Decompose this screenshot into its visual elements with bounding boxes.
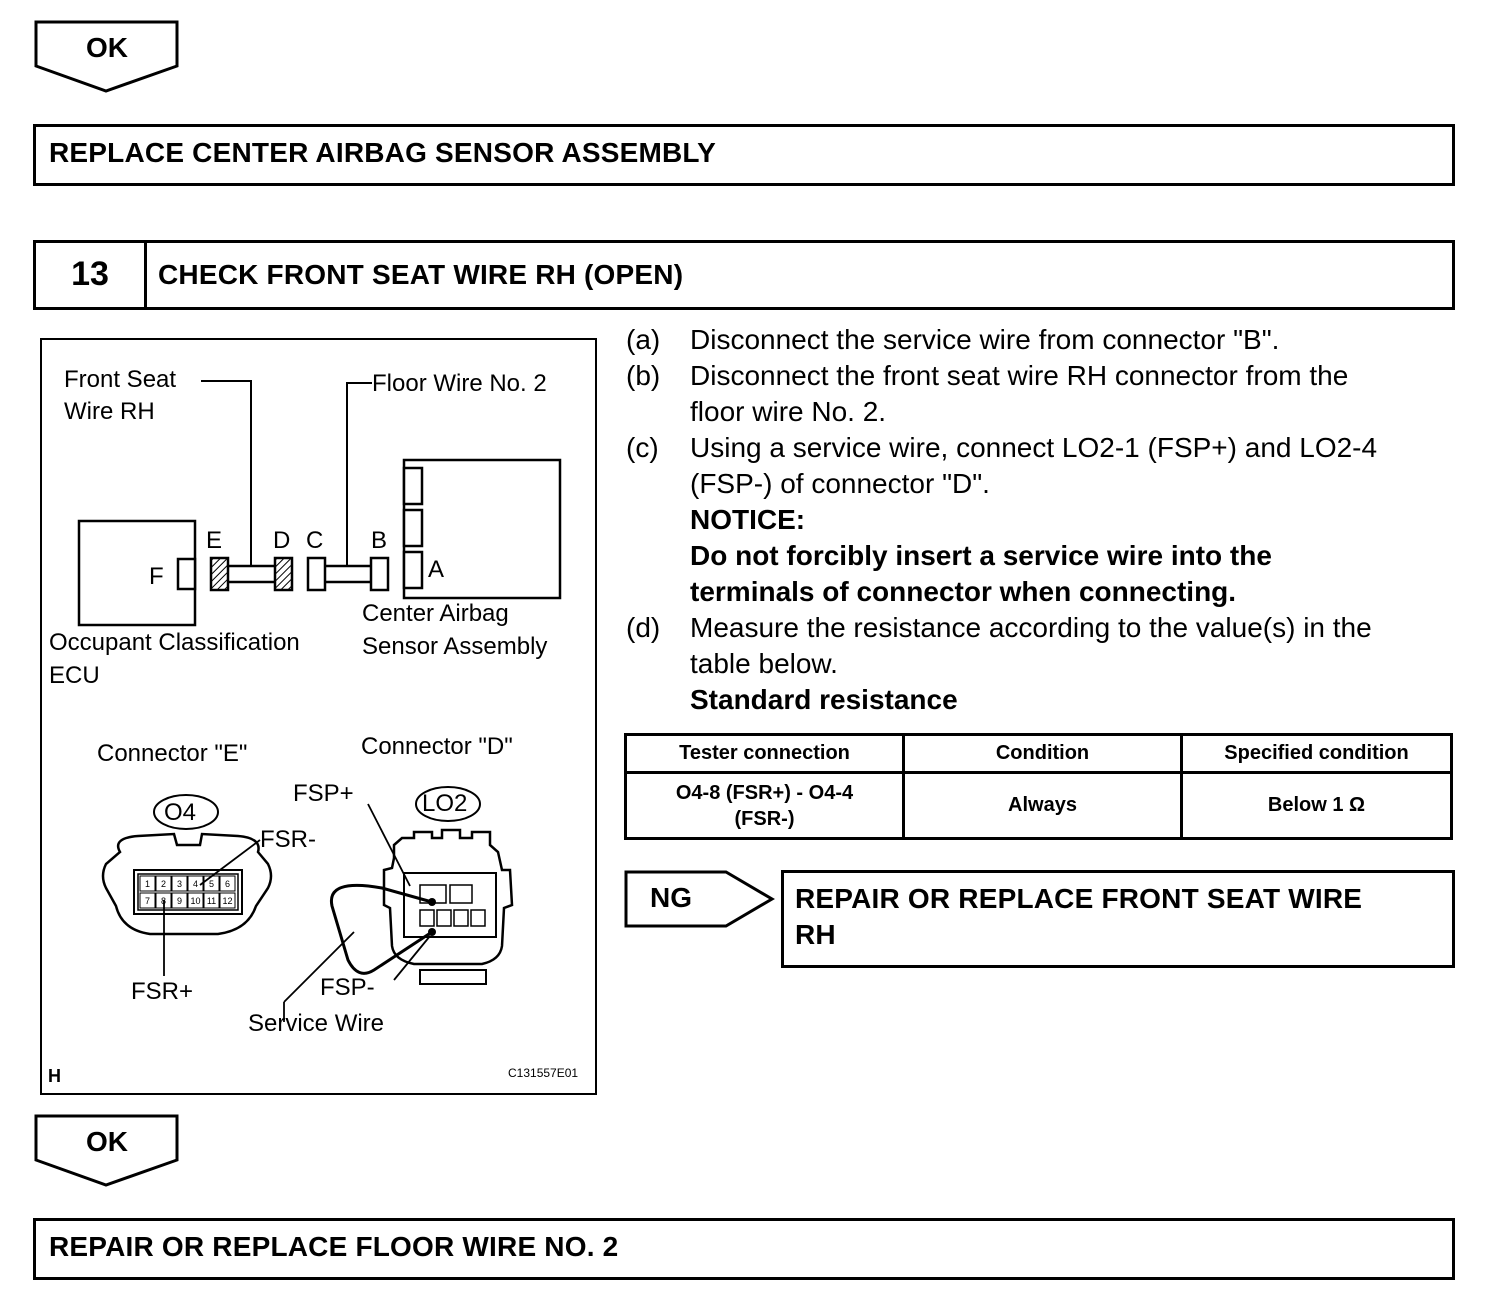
label-f: F [149, 563, 164, 590]
front-seat-wire-label-1: Front Seat [64, 366, 177, 393]
ng-arrow-shape-icon [624, 870, 775, 928]
fsp-plus-label: FSP+ [293, 780, 354, 807]
pin-number: 10 [190, 896, 200, 906]
ng-result-box: REPAIR OR REPLACE FRONT SEAT WIRE RH [781, 870, 1455, 968]
notice-line-2: terminals of connector when connecting. [690, 576, 1237, 607]
pin-number: 5 [209, 879, 214, 889]
connector-d-shape [273, 556, 294, 592]
o4-label: O4 [164, 799, 197, 826]
ok-arrow-shape-icon [34, 1114, 179, 1187]
wiring-diagram: 123456789101112 Front Seat Wire RH Floor… [40, 338, 597, 1095]
fsp-minus-label: FSP- [320, 974, 375, 1001]
fsr-minus-label: FSR- [260, 826, 316, 853]
step-number-divider [144, 243, 147, 307]
table-cell-tester: O4-8 (FSR+) - O4-4 (FSR-) [624, 771, 905, 840]
connector-e-shape [209, 556, 230, 592]
front-seat-wire-label-2: Wire RH [64, 398, 155, 425]
ng-result-line-1: REPAIR OR REPLACE FRONT SEAT WIRE [795, 883, 1363, 914]
pin-number: 1 [145, 879, 150, 889]
occupant-ecu-label-1: Occupant Classification [49, 629, 300, 656]
pin-cell [171, 892, 188, 909]
pin-cell [203, 892, 220, 909]
label-a: A [428, 556, 445, 583]
diagram-drawing: 123456789101112 [77, 380, 562, 1022]
table-header-specified: Specified condition [1180, 733, 1453, 774]
figure-id: C131557E01 [508, 1066, 579, 1080]
replace-sensor-box: REPLACE CENTER AIRBAG SENSOR ASSEMBLY [33, 124, 1455, 186]
label-d: D [273, 527, 291, 554]
final-repair-box: REPAIR OR REPLACE FLOOR WIRE NO. 2 [33, 1218, 1455, 1280]
label-e: E [206, 527, 223, 554]
pin-number: 12 [222, 896, 232, 906]
pin-cell [139, 875, 156, 892]
instruction-b: (b) Disconnect the front seat wire RH co… [626, 360, 1349, 427]
o4-label-oval [153, 794, 219, 830]
table-header-condition: Condition [902, 733, 1183, 774]
ok-label-bottom: OK [86, 1126, 128, 1157]
connector-b-shape [369, 556, 390, 592]
label-c: C [306, 527, 324, 554]
replace-sensor-text: REPLACE CENTER AIRBAG SENSOR ASSEMBLY [49, 137, 717, 168]
ok-arrow-shape-icon [34, 20, 179, 93]
step-title: CHECK FRONT SEAT WIRE RH (OPEN) [158, 259, 684, 290]
table-cell-condition: Always [902, 771, 1183, 840]
connector-c-shape [306, 556, 327, 592]
connector-d-title: Connector "D" [361, 733, 513, 760]
pin-cell [219, 875, 236, 892]
connector-f-shape [176, 557, 197, 591]
step-header: 13 CHECK FRONT SEAT WIRE RH (OPEN) [33, 240, 1455, 310]
pin-cell [171, 875, 188, 892]
pin-number: 6 [225, 879, 230, 889]
pin-cell [219, 892, 236, 909]
occupant-ecu-label-2: ECU [49, 662, 100, 689]
pin-number: 2 [161, 879, 166, 889]
center-airbag-label-2: Sensor Assembly [362, 633, 548, 660]
resistance-table: Tester connection Condition Specified co… [624, 733, 1453, 840]
final-repair-text: REPAIR OR REPLACE FLOOR WIRE NO. 2 [49, 1231, 619, 1262]
ng-result-line-2: RH [795, 919, 836, 950]
notice-heading: NOTICE: [690, 504, 806, 535]
pin-number: 3 [177, 879, 182, 889]
ng-arrow: NG [624, 870, 776, 930]
lo2-label-oval [415, 786, 481, 822]
label-b: B [371, 527, 388, 554]
connector-a-shape [402, 550, 424, 590]
step-number: 13 [71, 255, 109, 293]
ok-arrow-top: OK [34, 20, 180, 94]
center-airbag-label-1: Center Airbag [362, 600, 509, 627]
fsr-plus-label: FSR+ [131, 978, 194, 1005]
sensor-connector-1 [402, 466, 424, 506]
connector-e-title: Connector "E" [97, 740, 248, 767]
instruction-d: (d) Measure the resistance according to … [626, 612, 1372, 679]
notice-line-1: Do not forcibly insert a service wire in… [690, 540, 1272, 571]
notice-block: NOTICE: Do not forcibly insert a service… [626, 502, 1456, 610]
table-row: O4-8 (FSR+) - O4-4 (FSR-) Always Below 1… [624, 771, 1453, 840]
pin-number: 11 [207, 896, 216, 906]
ok-arrow-bottom: OK [34, 1114, 180, 1188]
pin-cell [155, 875, 172, 892]
service-wire-label: Service Wire [248, 1010, 385, 1037]
pin-number: 4 [193, 879, 198, 889]
service-wire-loop [329, 883, 433, 975]
corner-h-label: H [48, 1066, 61, 1086]
pin-cell [187, 892, 204, 909]
floor-wire-label: Floor Wire No. 2 [372, 370, 547, 397]
instruction-a: (a) Disconnect the service wire from con… [626, 324, 1280, 355]
standard-resistance-heading: Standard resistance [690, 684, 958, 715]
ng-label: NG [650, 882, 692, 913]
ok-label-top: OK [86, 32, 128, 63]
table-cell-specified: Below 1 Ω [1180, 771, 1453, 840]
pin-number: 9 [177, 896, 182, 906]
pin-number: 7 [145, 896, 150, 906]
lo2-label: LO2 [422, 790, 468, 817]
pin-cell [139, 892, 156, 909]
sensor-connector-2 [402, 508, 424, 548]
instruction-c: (c) Using a service wire, connect LO2-1 … [626, 432, 1378, 499]
table-header-tester: Tester connection [624, 733, 905, 774]
